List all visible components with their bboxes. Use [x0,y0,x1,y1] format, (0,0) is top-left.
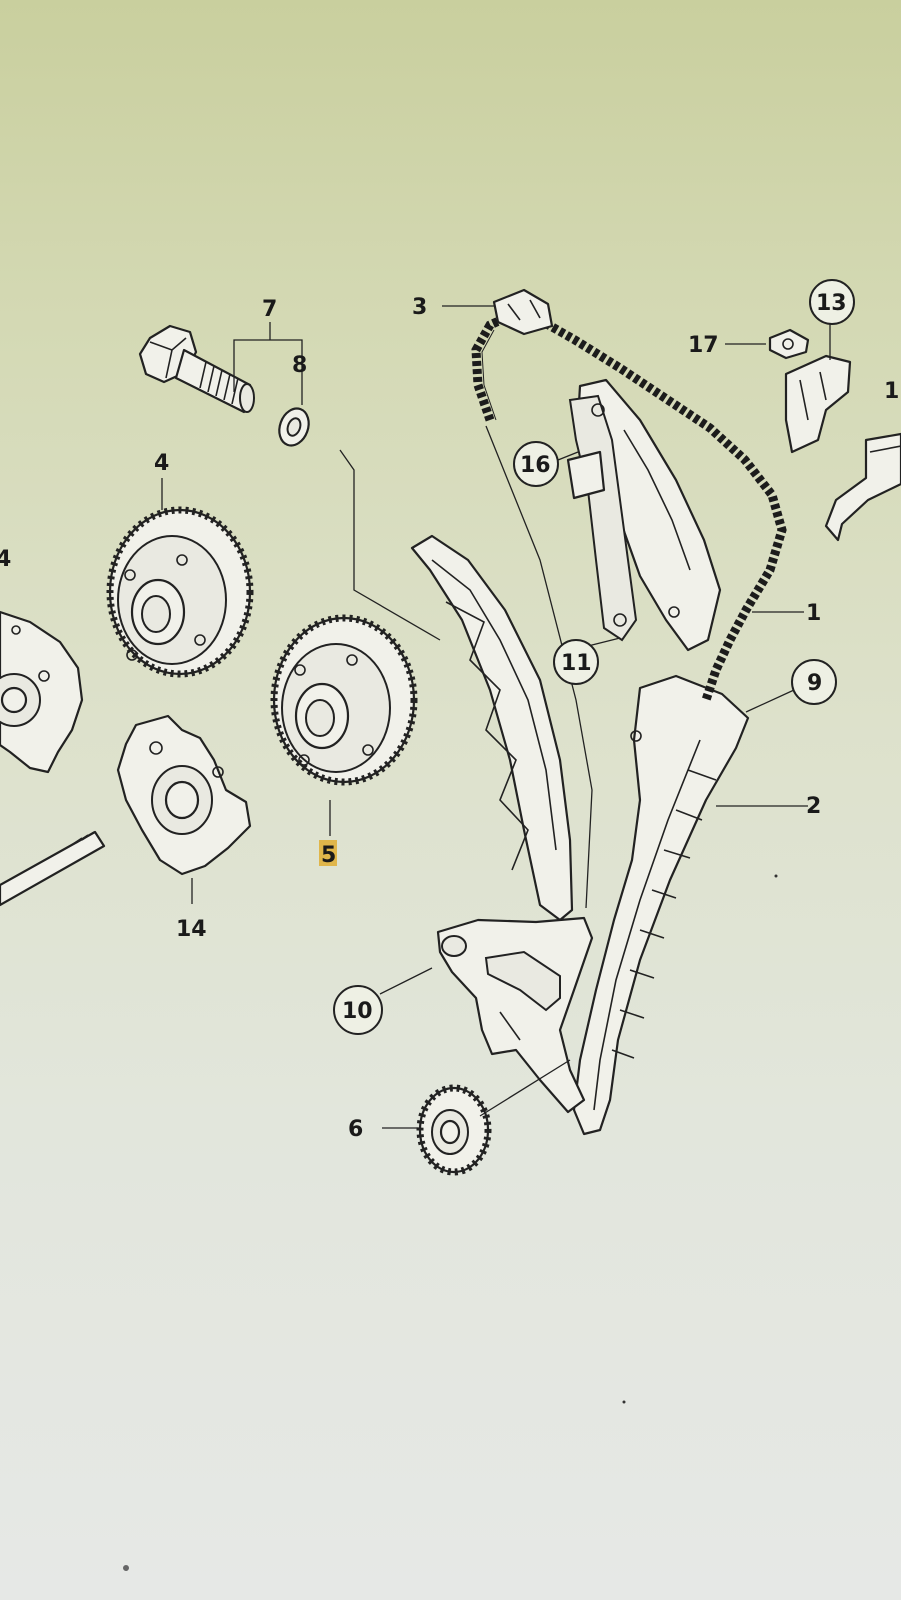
callout-8: 8 [292,353,307,378]
callout-1: 1 [806,601,821,626]
callout-7: 7 [262,297,277,322]
chain-guide-rail [410,534,574,922]
upper-chain-guide [566,378,722,652]
left-stud-bolt [0,830,106,907]
sensor-wheel [116,714,252,876]
right-partial-rail [824,432,901,542]
callout-3: 3 [412,295,427,320]
callout-11: 11 [553,639,599,685]
callout-14: 14 [176,917,207,942]
camshaft-bolt [138,324,255,414]
callout-2: 2 [806,794,821,819]
callout-10: 10 [333,985,383,1035]
callout-9: 9 [791,659,837,705]
crankshaft-sprocket [416,1084,492,1176]
callout-4: 4 [154,451,169,476]
chain-top-connector [492,288,554,336]
tensioner-rail [572,674,750,1136]
callout-6: 6 [348,1117,363,1142]
speck [622,1400,626,1404]
callout-17: 17 [688,333,719,358]
callout-16: 16 [513,441,559,487]
svg-text:11: 11 [561,651,592,676]
callout-labels: 7 8 4 4 5 14 6 3 17 1 2 1 16 11 9 10 13 [0,279,899,1142]
camshaft-adjuster-intake [106,506,254,678]
callout-4-left: 4 [0,547,11,572]
washer [278,407,310,447]
speck [774,874,778,878]
callout-5-highlight [319,840,337,866]
clip-bolt [768,328,810,360]
timing-chain [471,310,787,702]
callout-1-right-edge: 1 [884,379,899,404]
svg-text:13: 13 [816,291,847,316]
svg-text:16: 16 [520,453,551,478]
left-partial-sensor-wheel [0,610,84,774]
svg-text:9: 9 [807,671,822,696]
callout-5: 5 [321,843,336,868]
callout-13: 13 [809,279,855,325]
svg-text:10: 10 [342,999,373,1024]
speck [123,1565,129,1571]
camshaft-adjuster-exhaust [270,614,418,786]
oil-spray-nozzle-clip [784,354,852,454]
guide-mounting-bracket [436,916,594,1114]
